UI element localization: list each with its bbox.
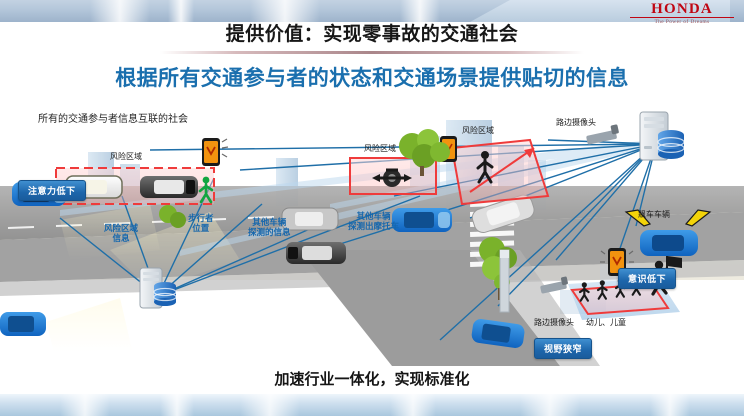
- footer-sheen: [160, 394, 194, 416]
- tree-group-3: [159, 205, 186, 228]
- honda-wordmark: HONDA: [651, 1, 713, 17]
- label-risk-zone-info: 风险区域 信息: [104, 223, 139, 244]
- page-title: 提供价值：实现零事故的交通社会: [225, 24, 519, 45]
- label-other-vehicle-info-line2: 探测的信息: [248, 226, 291, 237]
- scene-illustration: [0, 100, 744, 366]
- motorcycle: [372, 168, 412, 187]
- traffic-scene: 所有的交通参与者信息互联的社会 风险区域 风险区域 风险区域 风险区域 信息 步…: [0, 100, 744, 366]
- label-children: 幼儿、儿童: [586, 318, 626, 327]
- label-risk-zone-left: 风险区域: [110, 152, 142, 161]
- vehicle-dark-1: [140, 176, 198, 198]
- header-sheen: [168, 0, 194, 22]
- footer-text: 加速行业一体化，实现标准化: [274, 371, 470, 388]
- vehicle-silver-1: [471, 194, 535, 233]
- signal-pole: [499, 249, 510, 313]
- label-speeding-vehicle: 飙车车辆: [638, 210, 670, 219]
- label-pedestrian-position-line1: 步行者: [188, 213, 214, 223]
- roadside-camera-bottom-icon: [540, 276, 568, 294]
- badge-attention-low[interactable]: 注意力低下: [18, 180, 86, 201]
- footer-sheen: [60, 394, 110, 416]
- header-sheen: [90, 0, 150, 22]
- label-risk-zone-crosswalk: 风险区域: [462, 126, 494, 135]
- badge-awareness-low[interactable]: 意识低下: [617, 268, 676, 289]
- footer-sheen: [390, 394, 436, 416]
- cloud-server-left: [139, 267, 177, 309]
- footer-sheen: [650, 394, 690, 416]
- label-other-vehicle-info-line1: 其他车辆: [252, 217, 287, 227]
- footer-sheen: [520, 394, 580, 416]
- label-roadside-camera-bottom: 路边摄像头: [534, 318, 574, 327]
- logo-divider: [630, 17, 734, 18]
- badge-narrow-view[interactable]: 视野狭窄: [534, 338, 593, 359]
- cloud-server-right: [639, 111, 685, 161]
- page-subtitle: 根据所有交通参与者的状态和交通场景提供贴切的信息: [115, 67, 629, 90]
- label-risk-zone-info-line2: 信息: [112, 232, 130, 243]
- pedestrian-left: [198, 176, 214, 204]
- header-sheen: [250, 0, 320, 22]
- label-pedestrian-position-line2: 位置: [192, 222, 210, 233]
- header-band: [0, 0, 744, 22]
- label-risk-zone-info-line1: 风险区域: [104, 223, 139, 233]
- honda-logo: HONDA The Power of Dreams: [628, 1, 736, 29]
- label-roadside-camera-top: 路边摄像头: [556, 118, 596, 127]
- honda-tagline: The Power of Dreams: [654, 19, 710, 25]
- smartphone-left: [202, 138, 229, 166]
- label-other-vehicle-moto-line2: 探测出摩托车: [348, 220, 400, 231]
- vehicle-dark-2: [286, 242, 346, 264]
- narrow-view-cone: [46, 298, 132, 352]
- label-other-vehicle-info: 其他车辆 探测的信息: [248, 217, 291, 238]
- header-sheen: [400, 0, 440, 22]
- pedestrian-crosswalk: [476, 151, 494, 184]
- footer-sheen: [240, 394, 300, 416]
- label-pedestrian-position: 步行者 位置: [188, 213, 214, 234]
- roadside-camera-top-icon: [586, 124, 619, 145]
- title-underline: [160, 51, 584, 54]
- footer-band: [0, 394, 744, 416]
- label-other-vehicle-moto: 其他车辆 探测出摩托车: [348, 211, 400, 232]
- scene-caption: 所有的交通参与者信息互联的社会: [38, 114, 188, 125]
- vehicle-speeding: [624, 209, 712, 256]
- tree-group-1: [399, 129, 450, 176]
- vehicle-blue-4: [0, 312, 46, 336]
- vehicle-blue-2: [392, 208, 452, 232]
- label-risk-zone-motorcycle: 风险区域: [364, 144, 396, 153]
- vehicle-grey-1: [281, 207, 339, 231]
- risk-zone-crosswalk-shape: [450, 138, 550, 206]
- vehicle-blue-3: [471, 319, 525, 348]
- header-wedge: [470, 0, 730, 22]
- label-other-vehicle-moto-line1: 其他车辆: [356, 211, 391, 221]
